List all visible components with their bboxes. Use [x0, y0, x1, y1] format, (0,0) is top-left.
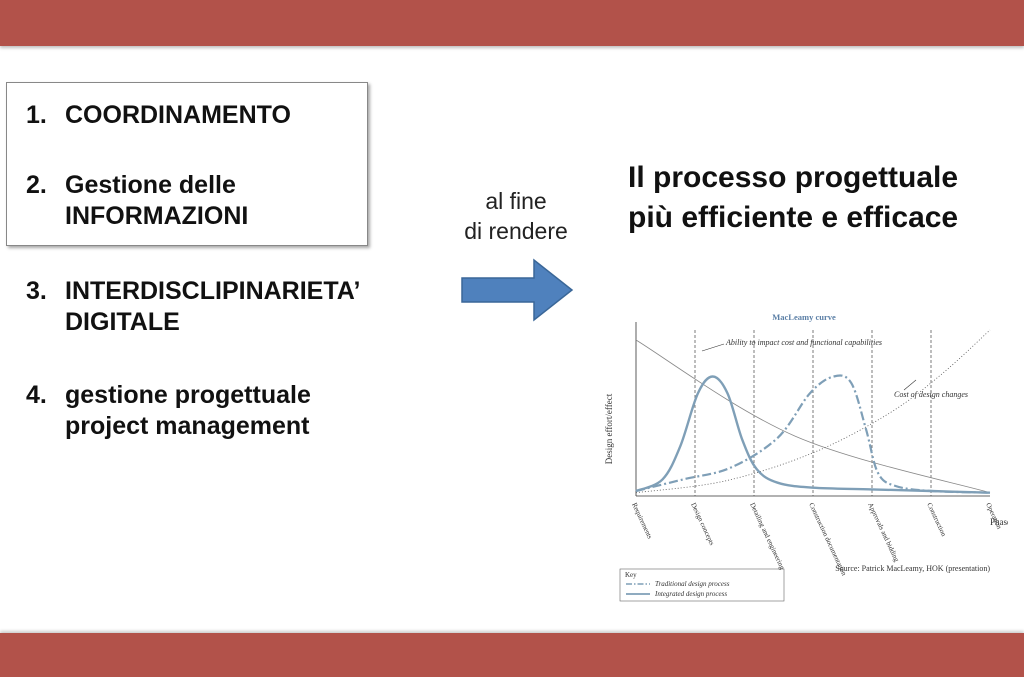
- chart-title: MacLeamy curve: [772, 312, 836, 322]
- integrated-curve: [635, 375, 991, 494]
- list-item-text: Gestione delle: [65, 171, 236, 199]
- headline-line-1: Il processo progettuale: [628, 161, 959, 194]
- list-item-text: INTERDISCLIPINARIETA’: [65, 277, 361, 305]
- key-title: Key: [625, 571, 637, 579]
- list-item-text: COORDINAMENTO: [65, 101, 291, 129]
- chart-ylabel: Design effort/effect: [604, 393, 614, 464]
- connector-line-1: al fine: [485, 188, 547, 214]
- list-item-number: 2.: [26, 171, 47, 199]
- connector-line-2: di rendere: [464, 218, 568, 244]
- ability-curve: [635, 339, 991, 494]
- list-item-number: 1.: [26, 101, 47, 129]
- chart-xlabel: Phases: [990, 517, 1008, 527]
- right-arrow-icon: [461, 258, 574, 322]
- annotation-pointer: [903, 379, 917, 391]
- list-item-text: INFORMAZIONI: [65, 202, 249, 230]
- list-item-text: project management: [65, 412, 310, 440]
- traditional-curve: [635, 374, 991, 494]
- chart-source: Source: Patrick MacLeamy, HOK (presentat…: [835, 564, 990, 573]
- headline-line-2: più efficiente e efficace: [628, 201, 959, 234]
- phase-tick-label: Requirements: [630, 501, 654, 540]
- annotation-pointer: [701, 343, 725, 352]
- list-item-number: 4.: [26, 381, 47, 409]
- key-traditional-label: Traditional design process: [655, 580, 730, 588]
- list-item-text: DIGITALE: [65, 308, 180, 336]
- headline: Il processo progettuale più efficiente e…: [628, 158, 958, 238]
- list-item-number: 3.: [26, 277, 47, 305]
- annotation-cost: Cost of design changes: [894, 390, 968, 399]
- phase-tick-label: Construction: [925, 501, 948, 538]
- phase-tick-label: Design concepts: [689, 501, 716, 546]
- phase-tick-label: Detailing and engineering: [748, 501, 786, 571]
- chart-svg: MacLeamy curve Design effort/effect Phas…: [604, 312, 1015, 602]
- key-box: [619, 568, 785, 602]
- connector-text: al fine di rendere: [446, 186, 586, 246]
- macleamy-chart: MacLeamy curve Design effort/effect Phas…: [598, 304, 1015, 606]
- key-integrated-label: Integrated design process: [654, 590, 727, 598]
- bottom-band: [0, 633, 1024, 677]
- highlight-box: [6, 82, 368, 246]
- phase-tick-label: Approvals and bidding: [866, 501, 901, 563]
- annotation-ability: Ability to impact cost and functional ca…: [725, 338, 882, 347]
- top-band: [0, 0, 1024, 46]
- list-item-text: gestione progettuale: [65, 381, 311, 409]
